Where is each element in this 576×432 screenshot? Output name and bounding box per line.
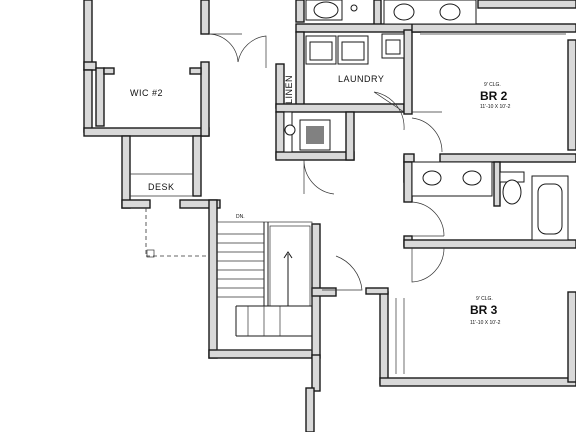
wall-segment [83,61,97,71]
wall-segment [295,0,305,23]
bathtub-basin [537,183,563,235]
wall-segment [403,29,413,115]
sink-icon [462,170,482,186]
wall-segment [103,67,115,75]
column-marker [146,249,155,258]
sink-icon [393,3,415,21]
door-swing [411,201,445,237]
wall-segment [403,239,576,249]
wall-segment [121,135,131,209]
wall-segment [311,354,321,392]
br2-size-label: 11'-10 X 10'-2 [480,104,511,110]
br3-ceiling-label: 9' CLG. [476,296,493,302]
wall-segment [179,199,221,209]
door-swing [208,33,242,63]
laundry-label: LAUNDRY [338,74,384,84]
walls [83,0,576,432]
stair-treads [217,233,281,336]
wall-segment [275,111,285,159]
door-swing [322,255,363,291]
wall-segment [379,377,576,387]
wall-segment [311,287,337,297]
wall-segment [121,199,151,209]
wall-segment [477,0,576,9]
wall-segment [295,23,421,33]
wall-segment [192,135,202,197]
wall-segment [208,349,318,359]
stairs: DN. [216,214,313,351]
washer-door [309,41,333,61]
dashed-outlines [130,173,209,258]
wall-segment [493,161,501,207]
wall-segment [83,69,93,133]
stair-arrow-head [283,251,293,259]
wall-segment [439,153,576,163]
toilet-icon [502,179,522,205]
sink-icon [439,3,461,21]
wic-label: WIC #2 [130,88,163,98]
wall-segment [275,63,285,109]
wall-segment [275,103,405,113]
fixture-knob [350,4,358,12]
wall-segment [295,31,305,109]
wall-segment [379,291,389,385]
wall-segment [403,153,415,163]
water-heater-fill [306,126,324,144]
door-swing [411,111,443,153]
wall-segment [365,287,389,295]
wall-segment [200,61,210,137]
desk-label: DESK [148,182,175,192]
door-swing [237,35,267,68]
door-swing [373,91,405,131]
door-swing [303,159,335,195]
door-swing [411,247,445,283]
wall-segment [83,127,210,137]
stair-down-label: DN. [236,214,245,220]
wall-segment [200,0,210,35]
stair-landing [269,225,311,307]
br2-ceiling-label: 9' CLG. [484,82,501,88]
wall-segment [567,291,576,383]
wall-segment [403,161,413,203]
br3-name-label: BR 3 [470,303,498,317]
wall-segment [83,0,93,71]
sink-icon [422,170,442,186]
toilet-icon [313,1,339,19]
fixtures [283,0,569,374]
labels: WIC #2 DESK LAUNDRY LINEN 9' CLG. BR 2 1… [130,74,511,326]
br2-name-label: BR 2 [480,89,508,103]
wall-segment [189,67,202,75]
wall-segment [95,67,105,127]
doors [208,33,445,291]
wall-segment [567,39,576,151]
wall-segment [208,199,218,359]
linen-label: LINEN [284,75,294,104]
br3-size-label: 11'-10 X 10'-2 [470,320,501,326]
wall-segment [411,23,576,33]
wall-segment [345,111,355,161]
wall-segment [305,387,315,432]
fixture-knob [284,124,296,136]
dryer-door [341,41,365,61]
utility-sink-basin [385,39,401,55]
wall-segment [275,151,355,161]
